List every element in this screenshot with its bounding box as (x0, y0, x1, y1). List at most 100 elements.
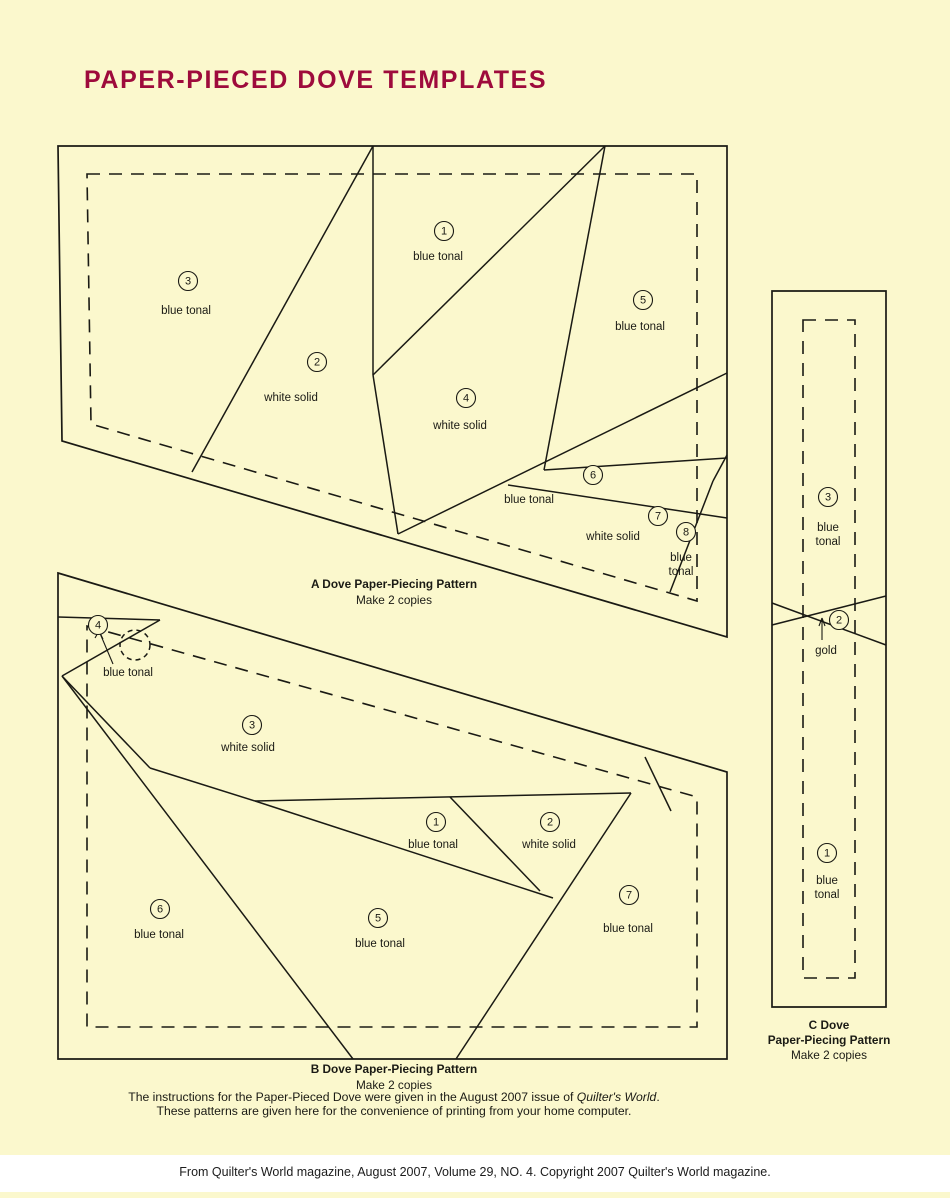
piece-fabric-label: white solid (263, 392, 318, 404)
template-b-piece-1: 1 blue tonal (408, 811, 458, 851)
instructions-line-1-part-b: . (656, 1090, 659, 1104)
template-c: 3 blue tonal 2 gold 1 blue tonal C Dove … (768, 290, 891, 1062)
template-b-seam-8 (455, 792, 632, 1060)
template-b-caption-sub: Make 2 copies (356, 1078, 432, 1092)
piece-fabric-label: blue tonal (413, 251, 463, 263)
piece-fabric-label: white solid (585, 531, 640, 543)
piece-fabric-label-line1: blue (816, 875, 838, 887)
piece-number-label: 7 (626, 889, 632, 901)
piece-fabric-label-line1: blue (670, 552, 692, 564)
piece-number-circle (632, 289, 654, 311)
instructions-line-1-part-a: The instructions for the Paper-Pieced Do… (128, 1090, 577, 1104)
templates-diagram: 1 blue tonal 2 white solid 3 blue tonal … (57, 145, 891, 1118)
piece-fabric-label: blue tonal (355, 938, 405, 950)
template-c-caption-title-2: Paper-Piecing Pattern (768, 1033, 891, 1047)
template-a-seam-10 (712, 454, 728, 482)
template-c-piece-1: 1 blue tonal (815, 842, 840, 901)
piece-fabric-label: white solid (521, 839, 576, 851)
page-sheet-background (0, 0, 950, 1155)
template-b-registration-circle (119, 629, 151, 661)
template-a-piece-1: 1 blue tonal (413, 220, 463, 263)
piece-number-label: 5 (640, 294, 646, 306)
piece-number-label: 1 (433, 816, 439, 828)
piece-fabric-label-line2: tonal (815, 889, 840, 901)
template-b-seam-9 (449, 796, 541, 892)
template-b-caption-title: B Dove Paper-Piecing Pattern (311, 1062, 478, 1076)
template-c-seam-1 (771, 602, 887, 646)
piece-number-circle (816, 842, 838, 864)
piece-fabric-label: white solid (220, 742, 275, 754)
template-b-seam-3 (61, 675, 151, 769)
template-a-seam-6 (543, 457, 728, 471)
bottom-rule (0, 1192, 950, 1198)
piece-number-label: 7 (655, 510, 661, 522)
piece-number-label: 1 (824, 847, 830, 859)
template-a: 1 blue tonal 2 white solid 3 blue tonal … (57, 145, 728, 639)
piece-number-circle (582, 464, 604, 486)
piece-number-circle (828, 609, 850, 631)
template-a-seam-4 (372, 145, 606, 376)
template-b-seam-7 (61, 675, 354, 1060)
template-b-seam-1 (57, 616, 161, 621)
piece-number-circle (618, 884, 640, 906)
piece-number-label: 6 (590, 469, 596, 481)
template-b-seam-10 (644, 756, 672, 812)
piece-number-circle (455, 387, 477, 409)
piece-number-label: 3 (185, 275, 191, 287)
template-b-seam-6 (254, 800, 554, 899)
piece-number-label: 2 (314, 356, 320, 368)
piece-number-label: 8 (683, 526, 689, 538)
piece-fabric-label-line2: tonal (816, 536, 841, 548)
piece-fabric-label: blue tonal (161, 305, 211, 317)
template-a-piece-7: 7 white solid (585, 505, 669, 543)
piece-number-label: 1 (441, 225, 447, 237)
piece-fabric-label: blue tonal (603, 923, 653, 935)
piece-fabric-label-line2: tonal (669, 566, 694, 578)
piece-number-label: 2 (547, 816, 553, 828)
template-c-caption-sub: Make 2 copies (791, 1048, 867, 1062)
piece-number-circle (149, 898, 171, 920)
piece-fabric-label: blue tonal (615, 321, 665, 333)
template-b: 4 blue tonal 3 white solid 1 blue tonal … (57, 571, 728, 1092)
piece-number-circle (817, 486, 839, 508)
piece-number-circle (367, 907, 389, 929)
template-a-caption-sub: Make 2 copies (356, 593, 432, 607)
piece-number-label: 4 (95, 619, 101, 631)
template-a-piece-6: 6 blue tonal (504, 464, 604, 506)
template-a-seam-5 (543, 145, 606, 471)
template-a-piece-4: 4 white solid (432, 387, 487, 432)
instructions-note: The instructions for the Paper-Pieced Do… (128, 1090, 659, 1118)
piece-number-circle (306, 351, 328, 373)
footer-credit: From Quilter's World magazine, August 20… (179, 1165, 771, 1179)
instructions-magazine-name: Quilter's World (577, 1090, 658, 1104)
template-a-seam-2 (191, 145, 374, 473)
piece-fabric-label: blue tonal (408, 839, 458, 851)
instructions-line-2: These patterns are given here for the co… (157, 1104, 632, 1118)
template-c-seam-dashed (802, 319, 856, 979)
piece-fabric-label-line1: blue (817, 522, 839, 534)
template-c-leader-arrow (818, 617, 826, 627)
piece-number-circle (177, 270, 199, 292)
piece-number-circle (647, 505, 669, 527)
template-a-seam-3 (372, 374, 399, 535)
piece-number-label: 3 (825, 491, 831, 503)
instructions-line-1: The instructions for the Paper-Pieced Do… (128, 1090, 659, 1104)
piece-fabric-label: gold (815, 645, 837, 657)
piece-number-circle (675, 521, 697, 543)
piece-number-label: 5 (375, 912, 381, 924)
template-c-caption-title-1: C Dove (809, 1018, 850, 1032)
template-a-piece-2: 2 white solid (263, 351, 328, 404)
template-a-seam-7 (397, 372, 728, 535)
template-a-piece-8: 8 blue tonal (669, 521, 697, 578)
template-a-piece-5: 5 blue tonal (615, 289, 665, 333)
piece-number-circle (433, 220, 455, 242)
template-b-seam-2 (61, 619, 161, 677)
template-b-piece-5: 5 blue tonal (355, 907, 405, 950)
template-a-seam-8 (507, 484, 728, 519)
piece-number-label: 3 (249, 719, 255, 731)
template-b-seam-5 (254, 792, 632, 802)
template-c-seam-2 (771, 595, 887, 626)
template-a-caption-title: A Dove Paper-Piecing Pattern (311, 577, 477, 591)
piece-number-circle (425, 811, 447, 833)
piece-number-label: 2 (836, 614, 842, 626)
